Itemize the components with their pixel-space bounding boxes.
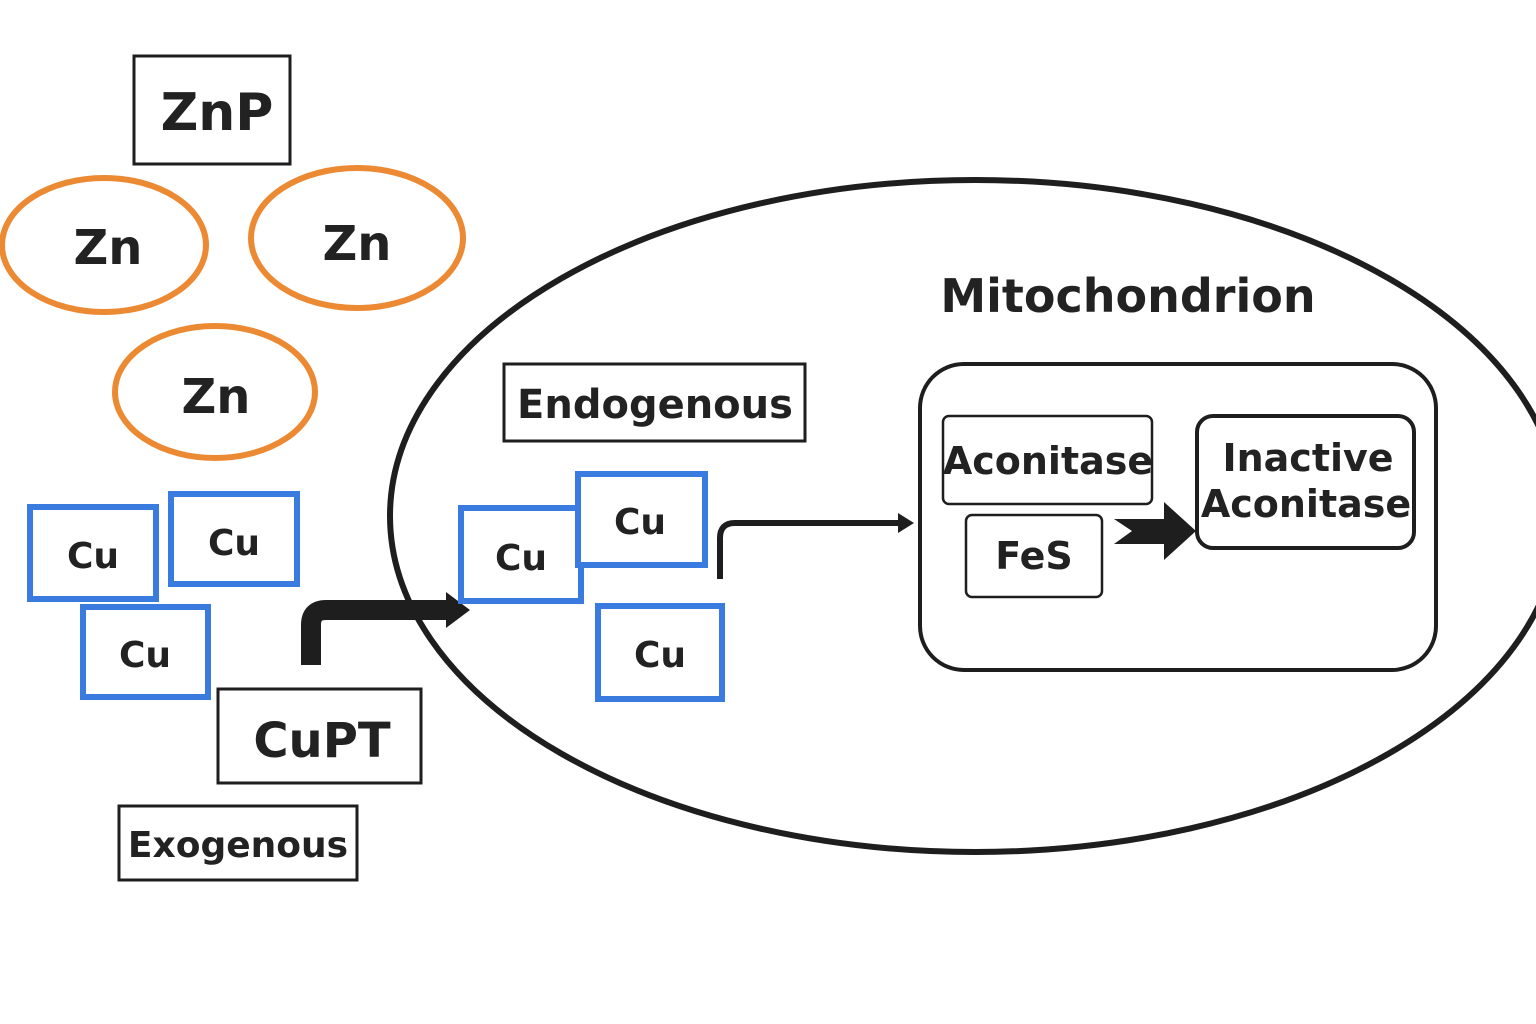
zn-label: Zn <box>323 216 392 272</box>
inactive-aconitase-label-line2: Aconitase <box>1201 482 1411 526</box>
cupt-box: CuPT <box>216 687 423 785</box>
fes-box: FeS <box>964 513 1104 599</box>
aconitase-label: Aconitase <box>943 439 1153 483</box>
aconitase-box: Aconitase <box>941 414 1154 506</box>
zn-ion-1: Zn <box>0 175 209 315</box>
inactive-aconitase-box: Inactive Aconitase <box>1195 414 1416 550</box>
cupt-label: CuPT <box>253 713 391 769</box>
cu-label: Cu <box>634 635 686 676</box>
inactivation-arrow <box>1114 502 1196 560</box>
cu-exogenous-1: Cu <box>27 504 159 602</box>
import-arrow <box>301 592 470 665</box>
inactive-aconitase-label-line1: Inactive <box>1222 436 1393 480</box>
zn-label: Zn <box>182 369 251 425</box>
cu-to-aconitase-arrow <box>717 513 914 579</box>
cu-label: Cu <box>119 635 171 676</box>
zn-ion-2: Zn <box>248 165 466 311</box>
cu-endogenous-3: Cu <box>595 603 725 702</box>
cu-label: Cu <box>495 538 547 579</box>
exogenous-box: Exogenous <box>117 804 359 882</box>
zn-label: Zn <box>74 220 143 276</box>
cu-label: Cu <box>614 502 666 543</box>
zn-ion-3: Zn <box>112 323 318 461</box>
fes-label: FeS <box>995 534 1073 578</box>
mitochondrion-label: Mitochondrion <box>940 269 1315 323</box>
cu-exogenous-3: Cu <box>80 604 211 700</box>
aconitase-panel <box>918 362 1438 672</box>
cu-endogenous-2: Cu <box>575 471 708 568</box>
exogenous-label: Exogenous <box>128 825 348 866</box>
cu-label: Cu <box>208 523 260 564</box>
mitochondrion-membrane <box>387 177 1536 855</box>
cu-endogenous-1: Cu <box>458 505 584 604</box>
cu-exogenous-2: Cu <box>168 491 300 587</box>
znp-label: ZnP <box>161 83 274 143</box>
endogenous-box: Endogenous <box>502 362 807 443</box>
cu-label: Cu <box>67 536 119 577</box>
znp-box: ZnP <box>132 54 292 166</box>
endogenous-label: Endogenous <box>517 382 793 428</box>
